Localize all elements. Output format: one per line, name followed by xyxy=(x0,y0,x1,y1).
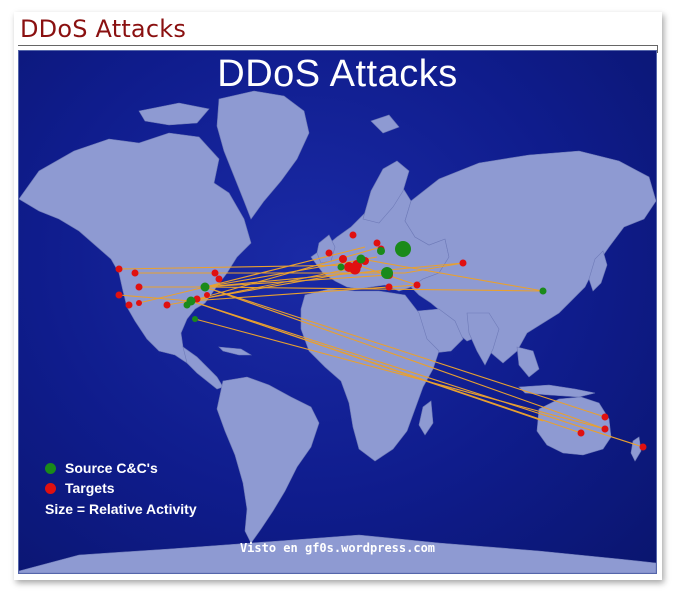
source-marker xyxy=(381,267,393,279)
attack-link xyxy=(404,262,464,274)
target-marker xyxy=(325,249,333,257)
target-marker xyxy=(601,425,609,433)
attack-link xyxy=(194,318,606,430)
legend-target-label: Targets xyxy=(65,480,115,496)
source-marker xyxy=(539,287,547,295)
attack-link xyxy=(204,286,606,430)
world-map-svg xyxy=(19,90,656,573)
target-marker xyxy=(385,283,393,291)
central-america-landmass xyxy=(182,346,224,390)
target-marker xyxy=(459,259,467,267)
south-america-landmass xyxy=(216,376,320,544)
caribbean-landmass xyxy=(218,346,253,356)
attack-link xyxy=(204,286,544,292)
target-marker xyxy=(211,269,219,277)
north-america-landmass xyxy=(19,132,252,374)
ddos-map: DDoS Attacks Source C&C's Targets Size =… xyxy=(18,50,657,574)
target-marker xyxy=(125,301,133,309)
target-marker xyxy=(349,263,361,275)
attack-link xyxy=(204,274,390,288)
target-marker xyxy=(204,292,210,298)
japan-landmass xyxy=(588,250,608,292)
indonesia-landmass xyxy=(518,384,596,398)
target-marker xyxy=(115,265,123,273)
target-marker xyxy=(131,269,139,277)
india-landmass xyxy=(466,312,500,366)
target-dot-icon xyxy=(45,482,56,494)
madagascar-landmass xyxy=(418,400,434,436)
scandinavia-landmass xyxy=(362,160,410,224)
legend-target-row: Targets xyxy=(45,478,197,498)
attack-link xyxy=(138,286,206,304)
new-zealand-landmass xyxy=(630,436,642,462)
target-marker xyxy=(413,281,421,289)
target-marker xyxy=(135,283,143,291)
legend-size-note: Size = Relative Activity xyxy=(45,501,197,517)
target-marker xyxy=(601,413,609,421)
map-heading: DDoS Attacks xyxy=(217,53,458,95)
attack-link xyxy=(190,300,644,448)
source-marker xyxy=(337,263,345,271)
source-credit: Visto en gf0s.wordpress.com xyxy=(239,541,436,555)
target-marker xyxy=(163,301,171,309)
title-divider xyxy=(18,45,658,46)
target-marker xyxy=(339,255,347,263)
svalbard-landmass xyxy=(370,114,400,134)
target-marker xyxy=(136,300,142,306)
attack-link xyxy=(190,246,382,302)
legend-source-label: Source C&C's xyxy=(65,460,158,476)
attack-link xyxy=(118,294,192,302)
activity-markers xyxy=(115,231,647,451)
asia-landmass xyxy=(404,150,656,364)
australia-landmass xyxy=(536,396,612,456)
attack-link xyxy=(204,256,378,288)
source-marker xyxy=(183,301,191,309)
target-marker xyxy=(639,443,647,451)
source-marker xyxy=(395,241,411,257)
target-marker xyxy=(373,239,381,247)
southeast-asia-landmass xyxy=(516,346,540,378)
source-dot-icon xyxy=(45,462,56,474)
source-marker xyxy=(200,282,210,292)
attack-link xyxy=(118,264,358,270)
page-title: DDoS Attacks xyxy=(20,15,187,43)
target-marker xyxy=(115,291,123,299)
arctic-islands-landmass xyxy=(138,102,210,126)
target-marker xyxy=(577,429,585,437)
target-marker xyxy=(349,231,357,239)
attack-link xyxy=(204,246,366,288)
attack-link xyxy=(190,300,544,422)
attack-link xyxy=(190,284,418,302)
legend-source-row: Source C&C's xyxy=(45,458,197,478)
target-marker xyxy=(215,275,223,283)
source-marker xyxy=(356,254,366,264)
map-legend: Source C&C's Targets Size = Relative Act… xyxy=(45,458,197,519)
title-divider-tick xyxy=(657,45,658,53)
greenland-landmass xyxy=(216,90,310,220)
source-marker xyxy=(377,247,385,255)
attack-link xyxy=(360,258,544,292)
source-marker xyxy=(192,316,198,322)
antarctica-landmass xyxy=(19,534,656,573)
attack-link xyxy=(204,286,606,418)
africa-landmass xyxy=(300,288,440,462)
